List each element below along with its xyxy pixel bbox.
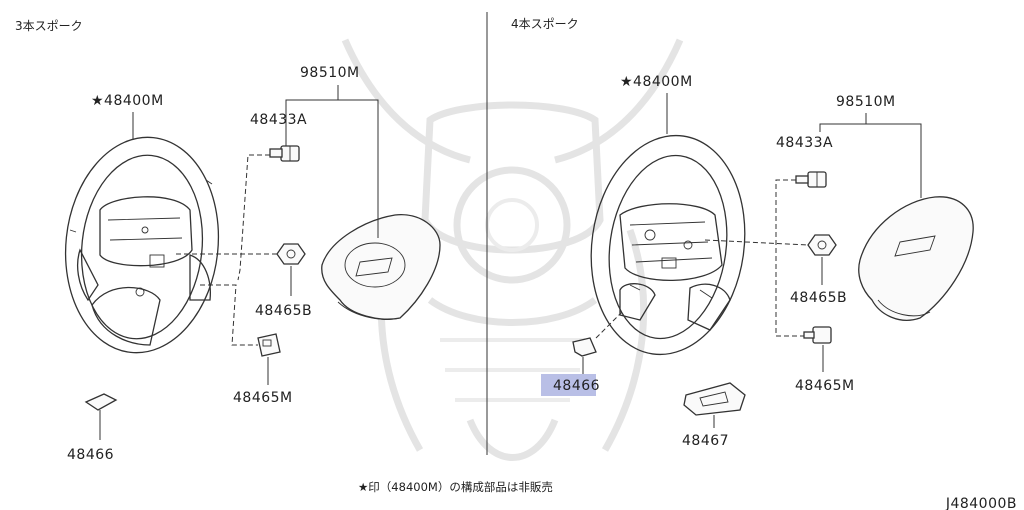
right-airbag-label: 98510M [836, 94, 896, 110]
left-nut-48465b[interactable] [276, 243, 306, 265]
right-nut-label: 48465B [790, 290, 847, 306]
right-clip-48466[interactable] [572, 337, 597, 357]
right-clip-dash [595, 311, 623, 339]
right-section-header: 4本スポーク [511, 17, 579, 31]
right-bolt-branch [819, 123, 866, 132]
right-clip-label[interactable]: 48466 [553, 378, 600, 394]
footnote: ★印（48400M）の構成部品は非販売 [358, 480, 553, 494]
left-bolt-dash [237, 154, 270, 281]
right-airbag-module[interactable] [858, 196, 974, 321]
left-clip-48466[interactable] [84, 393, 118, 411]
left-bolt-branch [285, 99, 338, 148]
left-airbag-module[interactable] [321, 214, 441, 320]
right-switch-48465m[interactable] [803, 326, 832, 344]
left-nut-label: 48465B [255, 303, 312, 319]
diagram-code: J484000B [945, 496, 1017, 510]
left-switch-label: 48465M [233, 390, 293, 406]
left-section-header: 3本スポーク [15, 19, 83, 33]
watermark-crest [341, 38, 684, 461]
right-steering-wheel[interactable] [577, 125, 758, 364]
left-bolt-48433a[interactable] [269, 145, 300, 162]
left-clip-label: 48466 [67, 447, 114, 463]
left-switch-48465m[interactable] [257, 333, 281, 357]
selected-part-highlight[interactable] [541, 374, 596, 396]
left-airbag-leader [337, 85, 379, 238]
left-airbag-label: 98510M [300, 65, 360, 81]
right-cover-48467[interactable] [683, 382, 746, 416]
right-bolt-label: 48433A [776, 135, 833, 151]
right-bolt-dash [775, 179, 806, 337]
left-switch-dash [200, 284, 258, 346]
right-nut-48465b[interactable] [807, 234, 837, 256]
right-airbag-leader [865, 113, 922, 198]
right-cover-label: 48467 [682, 433, 729, 449]
right-switch-label: 48465M [795, 378, 855, 394]
left-bolt-label: 48433A [250, 112, 307, 128]
right-wheel-label: ★48400M [620, 74, 693, 90]
left-steering-wheel[interactable] [55, 130, 229, 361]
left-wheel-label: ★48400M [91, 93, 164, 109]
right-bolt-48433a[interactable] [795, 171, 827, 188]
right-nut-dash [704, 239, 809, 246]
